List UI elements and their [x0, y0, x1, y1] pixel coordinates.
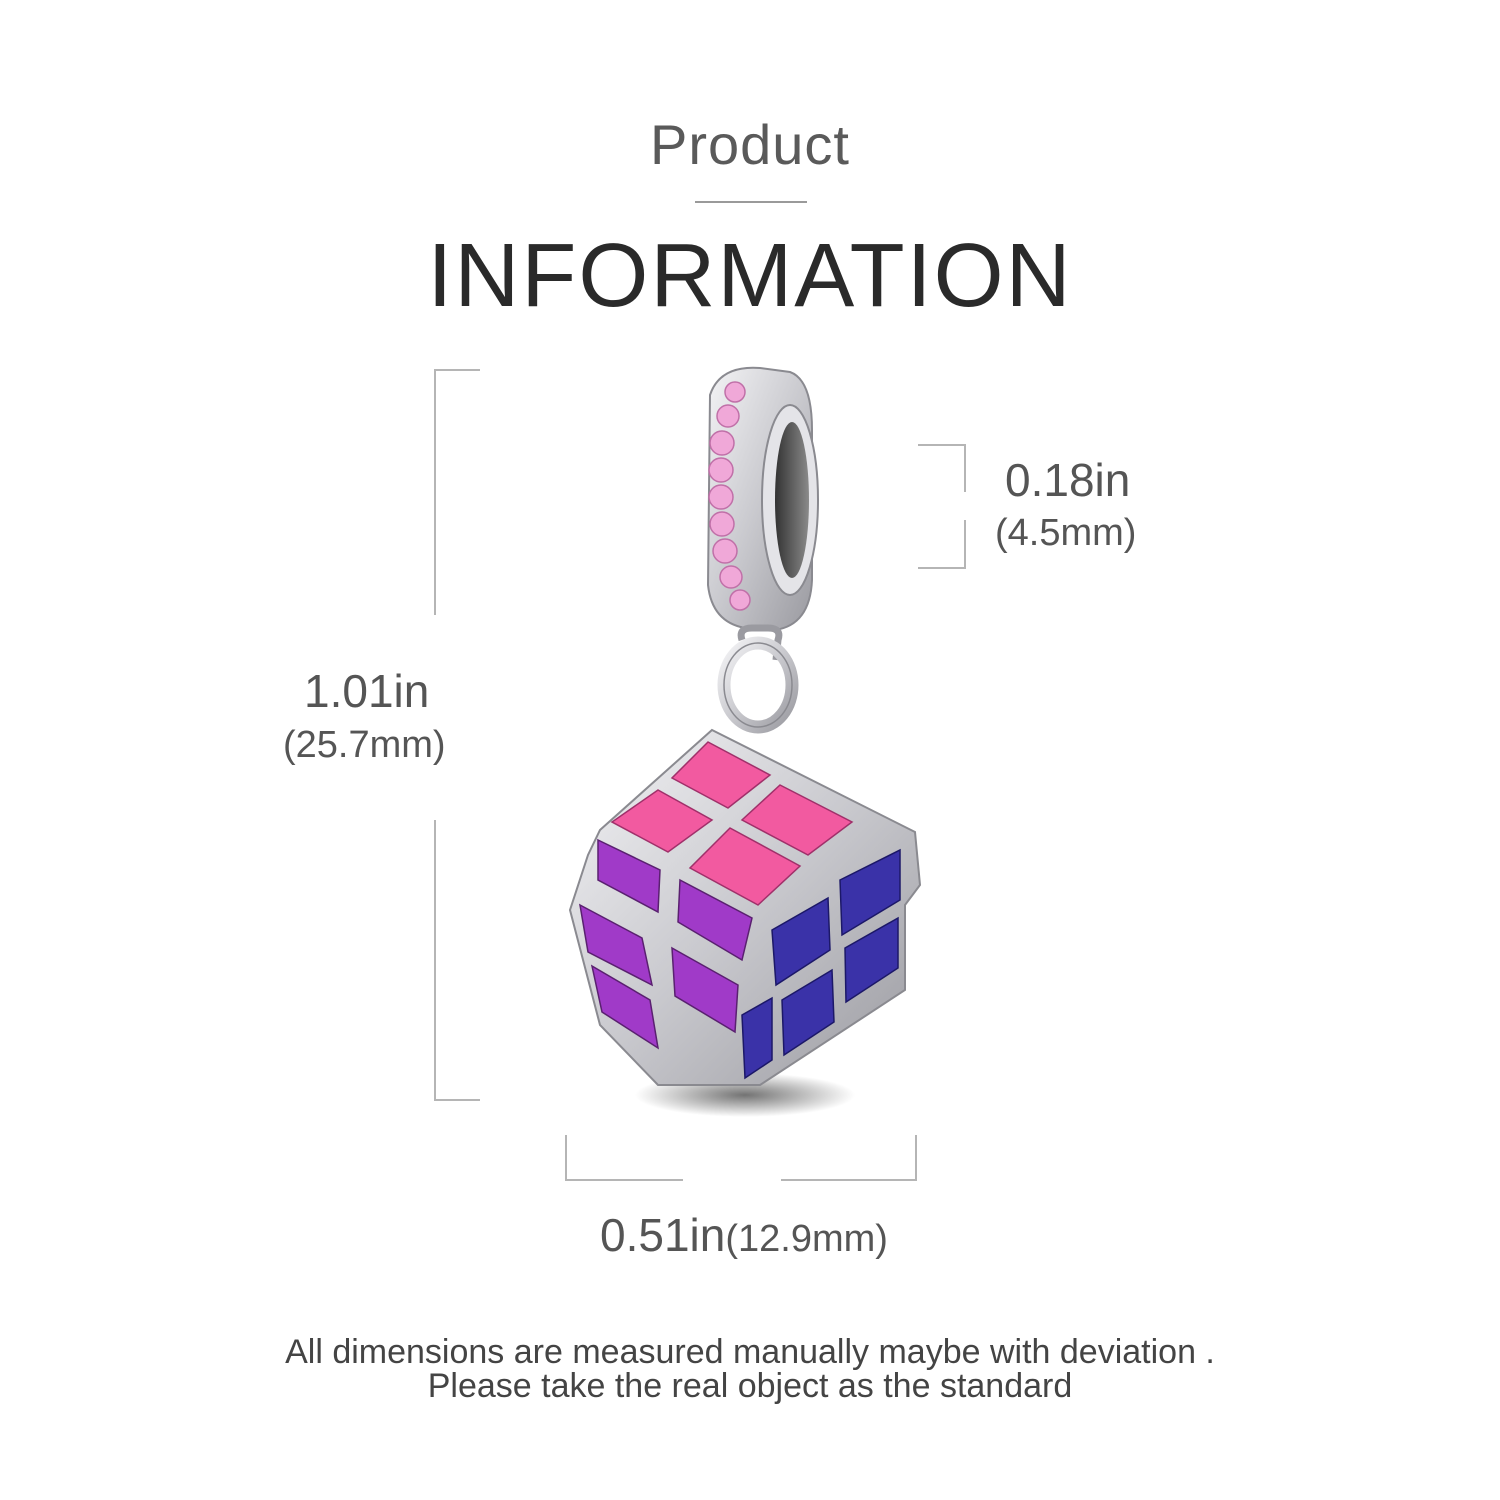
width-bracket — [565, 1135, 917, 1181]
product-heading: Product — [650, 113, 850, 176]
measurement-disclaimer: All dimensions are measured manually may… — [0, 1335, 1500, 1403]
pink-stones — [708, 381, 751, 611]
height-mm-label: (25.7mm) — [283, 724, 446, 766]
jump-ring — [717, 624, 799, 734]
heading-divider — [695, 201, 807, 203]
height-inches-label: 1.01in — [304, 665, 430, 717]
width-label: 0.51in(12.9mm) — [600, 1208, 888, 1262]
disclaimer-line-1: All dimensions are measured manually may… — [285, 1333, 1215, 1371]
bail-inches-label: 0.18in — [1005, 454, 1131, 506]
left-face — [579, 838, 753, 1050]
width-mm-label: (12.9mm) — [725, 1218, 888, 1260]
bail-mm-label: (4.5mm) — [995, 512, 1137, 554]
bail-bracket — [918, 444, 966, 569]
cube-charm — [568, 728, 922, 1086]
height-bracket — [434, 369, 480, 1101]
right-face — [741, 848, 901, 1080]
information-heading: INFORMATION — [427, 226, 1073, 326]
bail — [706, 366, 819, 632]
top-face — [610, 741, 854, 906]
width-inches-label: 0.51in — [600, 1209, 726, 1261]
disclaimer-line-2: Please take the real object as the stand… — [427, 1367, 1073, 1405]
